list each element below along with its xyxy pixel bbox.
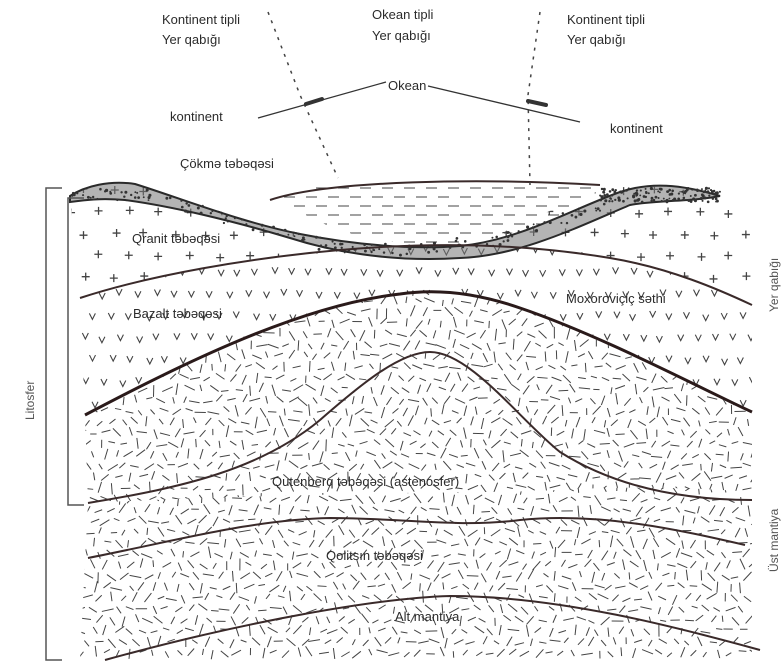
continent-left-label: kontinent [170, 109, 223, 124]
right-continent-type-line2: Yer qabığı [567, 32, 626, 47]
sediment-band [70, 183, 720, 259]
left-continent-type-line1: Kontinent tipli [162, 12, 240, 27]
left-continent-type-line2: Yer qabığı [162, 32, 221, 47]
ocean-label: Okean [388, 78, 426, 93]
basalt-layer-label: Bazalt təbəqəsi [133, 306, 222, 321]
lower-mantle-label: Alt mantiya [395, 609, 460, 624]
ocean-type-line1: Okean tipli [372, 7, 434, 22]
ocean-type-line2: Yer qabığı [372, 28, 431, 43]
left-bracket-outer [46, 188, 62, 660]
right-continent-type-line1: Kontinent tipli [567, 12, 645, 27]
gutenberg-layer-label: Qutenberq təbəqəsi (astenosfer) [272, 474, 459, 489]
sediment-layer-label: Çökmə təbəqəsi [180, 156, 274, 171]
left-bracket-inner [68, 198, 84, 505]
lithosphere-side-label: Litosfer [23, 381, 37, 420]
upper-mantle-side-label: Üst mantiya [767, 508, 781, 572]
earth-crust-side-label: Yer qabığı [767, 258, 781, 312]
continent-right-label: kontinent [610, 121, 663, 136]
moho-surface-label: Moxoroviçiç səthi [566, 291, 666, 306]
golitsyn-layer-pattern [34, 481, 772, 659]
golitsyn-layer-label: Qolitsın təbəqəsi [326, 548, 423, 563]
granite-layer-label: Qranit təbəqəsi [132, 231, 220, 246]
